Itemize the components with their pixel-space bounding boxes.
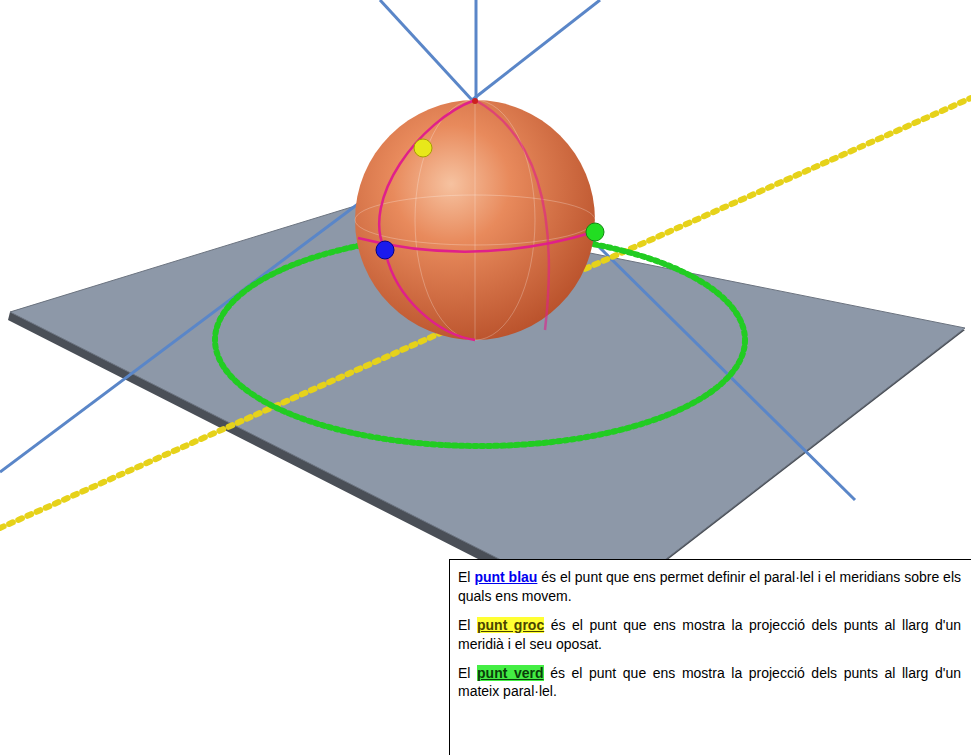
explanation-text: El	[458, 617, 470, 633]
yellow-point	[414, 139, 432, 157]
point-keyword: punt groc	[477, 617, 544, 633]
point-keyword: punt verd	[477, 665, 543, 681]
axis-lines	[0, 0, 855, 500]
explanation-paragraph: El punt groc és el punt que ens mostra l…	[458, 616, 961, 654]
explanation-paragraph: El punt blau és el punt que ens permet d…	[458, 568, 961, 606]
north-pole	[472, 98, 478, 104]
sphere-grid	[355, 100, 595, 340]
green-point	[586, 223, 604, 241]
explanation-text: El	[458, 569, 470, 585]
meridian-projection-line	[0, 98, 971, 528]
explanation-paragraph: El punt verd és el punt que ens mostra l…	[458, 664, 961, 702]
blue-point	[376, 241, 394, 259]
sphere	[355, 100, 595, 340]
point-keyword: punt blau	[474, 569, 537, 585]
parallel-and-meridian	[358, 100, 594, 340]
explanation-text: El	[458, 665, 470, 681]
explanation-box: El punt blau és el punt que ens permet d…	[449, 559, 971, 755]
